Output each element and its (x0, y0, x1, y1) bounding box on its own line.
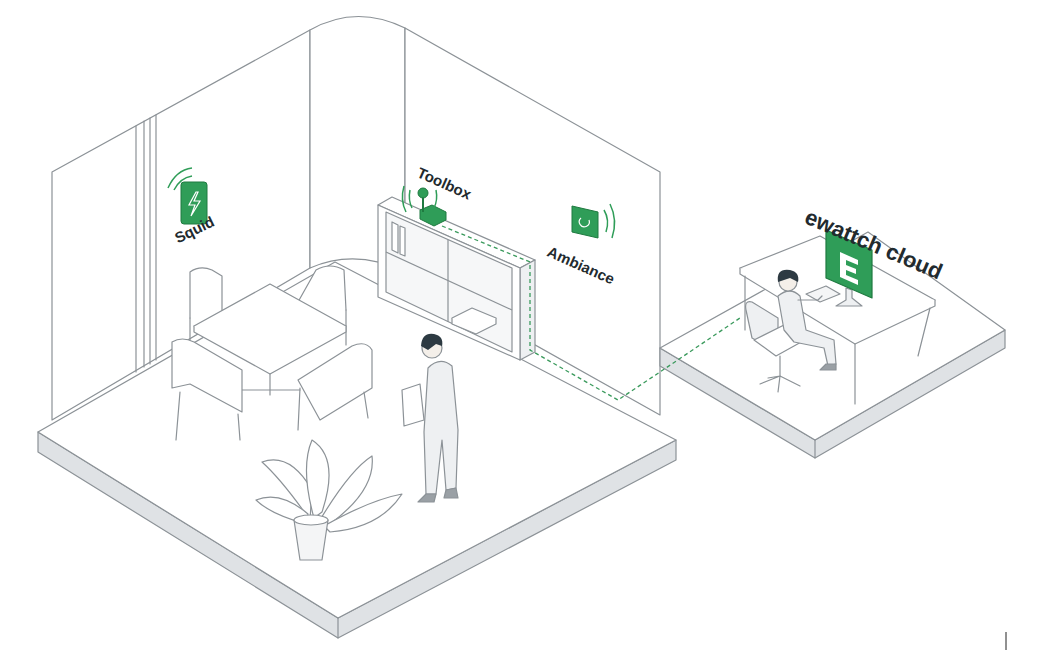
device-label: Toolbox (415, 165, 474, 203)
squid-device (168, 168, 207, 224)
meeting-table (172, 266, 372, 440)
data-link (442, 226, 740, 400)
cloud-platform (660, 230, 1005, 458)
ambiance-device (572, 204, 615, 238)
ambiance-node: Ambiance (540, 195, 644, 292)
room-platform (38, 16, 676, 638)
device-label: Ambiance (545, 244, 617, 288)
device-label: ewattch cloud (801, 205, 945, 285)
toolbox-node: Toolbox (392, 150, 492, 226)
bookshelf (378, 197, 535, 360)
squid-node: Squid (160, 175, 232, 261)
potted-plant (256, 440, 402, 560)
device-label: Squid (172, 214, 217, 247)
cursor-mark (1006, 632, 1007, 650)
standing-person (402, 334, 458, 502)
cloud-node: ewattch cloud (740, 170, 960, 330)
toolbox-device (402, 186, 446, 226)
